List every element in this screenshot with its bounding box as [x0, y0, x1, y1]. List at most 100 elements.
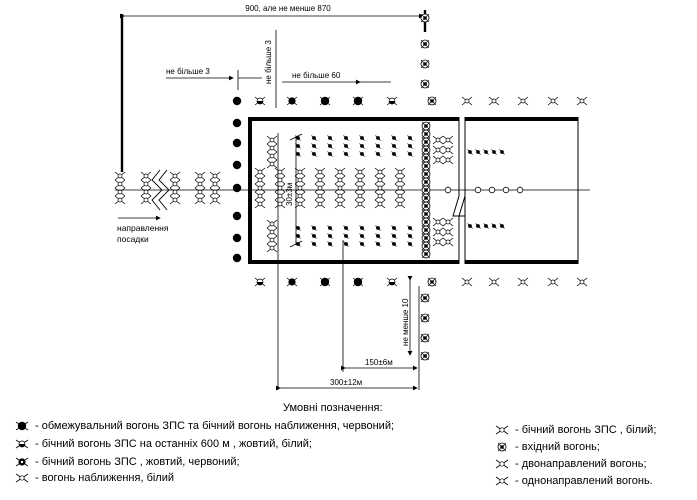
approach-light [114, 171, 126, 181]
touchdown-zone-light [407, 143, 413, 149]
side-yellow-red-icon [15, 457, 29, 467]
approach-light [169, 179, 181, 189]
touchdown-zone-light [327, 225, 333, 231]
approach-light [374, 183, 386, 193]
threshold-wing-light [420, 333, 430, 343]
barrette-red-light [232, 96, 242, 106]
threshold-light [421, 185, 431, 195]
touchdown-zone-light [343, 135, 349, 141]
centerline-light [474, 186, 482, 194]
approach-light [314, 183, 326, 193]
touchdown-zone-light [375, 233, 381, 239]
runway-edge-light [432, 227, 444, 237]
touchdown-zone-light [327, 241, 333, 247]
threshold-light [421, 201, 431, 211]
touchdown-zone-light [343, 143, 349, 149]
approach-light [294, 167, 306, 177]
dim-total-length: 900, але не менше 870 [245, 4, 331, 13]
touchdown-zone-light [391, 233, 397, 239]
approach-light [374, 175, 386, 185]
threshold-light [421, 217, 431, 227]
approach-light [354, 183, 366, 193]
approach-light [266, 151, 278, 161]
legend-item-bidirectional: - двонаправлений вогонь; [492, 457, 647, 471]
approach-light [254, 183, 266, 193]
touchdown-zone-light [359, 241, 365, 247]
barrette-red-light [232, 253, 242, 263]
touchdown-zone-light [491, 223, 497, 229]
touchdown-zone-light [343, 233, 349, 239]
legend-item-yellow-red: - бічний вогонь ЗПС , жовтий, червоний; [12, 455, 240, 469]
runway-edge-light [442, 155, 454, 165]
threshold-light [421, 209, 431, 219]
approach-light [266, 219, 278, 229]
threshold-light [421, 233, 431, 243]
runway-edge-light [461, 277, 473, 287]
unidirectional-icon [495, 476, 509, 486]
approach-light [194, 171, 206, 181]
approach-light [294, 199, 306, 209]
runway-edge-light [442, 135, 454, 145]
touchdown-zone-light [407, 233, 413, 239]
approach-light [314, 167, 326, 177]
approach-side-light [286, 96, 298, 106]
runway-edge-light [432, 135, 444, 145]
touchdown-zone-light [375, 241, 381, 247]
runway-edge-light [488, 277, 500, 287]
touchdown-zone-light [343, 241, 349, 247]
touchdown-zone-light [375, 225, 381, 231]
runway-edge-light [461, 96, 473, 106]
touchdown-zone-light [343, 225, 349, 231]
legend-item-threshold: - вхідний вогонь; [492, 440, 600, 454]
approach-light [394, 175, 406, 185]
touchdown-zone-light [391, 135, 397, 141]
touchdown-zone-light [311, 143, 317, 149]
threshold-light [421, 137, 431, 147]
approach-light [140, 179, 152, 189]
touchdown-zone-light [467, 149, 473, 155]
legend-item-yellow-white: - бічний вогонь ЗПС на останніх 600 м , … [12, 437, 312, 451]
approach-light [140, 187, 152, 197]
touchdown-zone-light [407, 151, 413, 157]
approach-light [274, 167, 286, 177]
touchdown-zone-light [359, 233, 365, 239]
touchdown-zone-light [311, 233, 317, 239]
approach-light [334, 191, 346, 201]
touchdown-zone-light [407, 241, 413, 247]
approach-light [314, 199, 326, 209]
barrette-red-light [232, 233, 242, 243]
approach-light [314, 175, 326, 185]
threshold-wing-light [420, 313, 430, 323]
legend-title: Умовні позначення: [283, 402, 383, 414]
landing-direction-label-1: направлення [117, 223, 169, 233]
runway-edge-light [442, 237, 454, 247]
approach-light [169, 195, 181, 205]
barrette-red-light [232, 183, 242, 193]
approach-light [266, 135, 278, 145]
approach-light [354, 191, 366, 201]
approach-light [194, 187, 206, 197]
runway-edge-light [576, 96, 588, 106]
runway-edge-light [576, 277, 588, 287]
dim-max3-vertical: не більше 3 [264, 40, 273, 84]
touchdown-zone-light [359, 135, 365, 141]
runway-edge-light [432, 237, 444, 247]
approach-light [169, 187, 181, 197]
approach-light [266, 243, 278, 253]
approach-light [354, 175, 366, 185]
approach-light [254, 191, 266, 201]
threshold-wing-light [420, 59, 430, 69]
legend-item-approach-white: - вогонь наближення, білий [12, 471, 174, 485]
runway-edge-light [442, 145, 454, 155]
approach-light [209, 195, 221, 205]
dim-150: 150±6м [365, 358, 393, 367]
touchdown-zone-light [359, 225, 365, 231]
approach-light [334, 199, 346, 209]
touchdown-zone-light [475, 223, 481, 229]
touchdown-zone-light [327, 151, 333, 157]
approach-light [374, 191, 386, 201]
runway-edge-light [547, 277, 559, 287]
approach-light [334, 183, 346, 193]
centerline-light [488, 186, 496, 194]
barrette-red-light [353, 96, 363, 106]
